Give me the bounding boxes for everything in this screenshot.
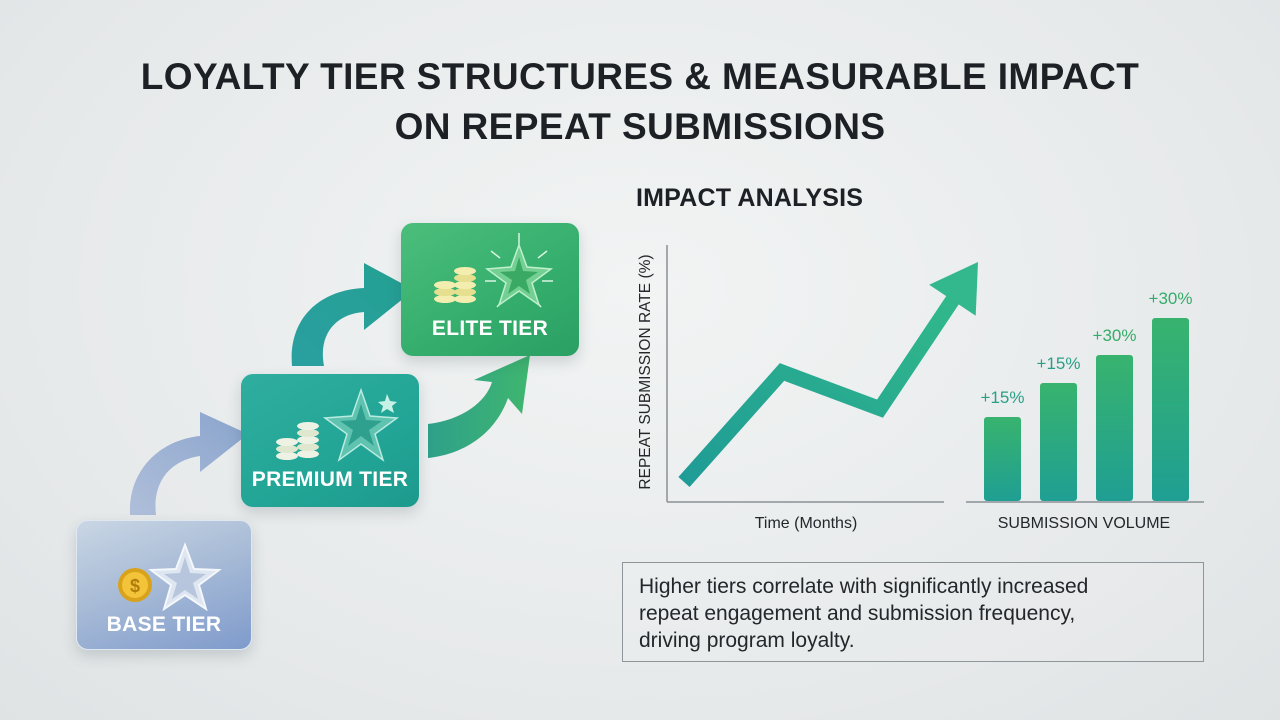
line-chart: REPEAT SUBMISSION RATE (%) Time (Months) — [637, 245, 978, 532]
tier-card-premium: PREMIUM TIER — [241, 374, 419, 507]
page-title-line-2: ON REPEAT SUBMISSIONS — [394, 106, 886, 147]
bar-label-1: +15% — [981, 388, 1025, 407]
page-title-line-1: LOYALTY TIER STRUCTURES & MEASURABLE IMP… — [140, 56, 1140, 97]
coin-stack-icon — [434, 267, 476, 303]
bar-1 — [984, 417, 1021, 501]
bar-4 — [1152, 318, 1189, 501]
bar-label-4: +30% — [1149, 289, 1193, 308]
insight-note-line-2: repeat engagement and submission frequen… — [639, 602, 1076, 625]
tier-label-base: BASE TIER — [106, 613, 222, 636]
bar-label-3: +30% — [1093, 326, 1137, 345]
arrow-premium-upward — [428, 355, 530, 458]
insight-note-line-3: driving program loyalty. — [639, 629, 855, 652]
bar-label-2: +15% — [1037, 354, 1081, 373]
bar-2 — [1040, 383, 1077, 501]
tier-card-elite: ELITE TIER — [401, 223, 579, 356]
line-chart-x-label: Time (Months) — [755, 515, 858, 532]
page-title: LOYALTY TIER STRUCTURES & MEASURABLE IMP… — [0, 52, 1280, 152]
bar-chart-x-label: SUBMISSION VOLUME — [998, 515, 1170, 532]
arrow-premium-to-elite — [291, 263, 414, 366]
insight-note-line-1: Higher tiers correlate with significantl… — [639, 575, 1089, 598]
insight-note: Higher tiers correlate with significantl… — [622, 562, 1204, 662]
trend-arrowhead — [929, 262, 978, 316]
tier-base-icons: $ — [118, 542, 222, 611]
bars: +15% +15% +30% +30% — [981, 289, 1193, 501]
arrow-base-to-premium — [129, 412, 248, 515]
tier-premium-icons — [276, 387, 400, 462]
svg-text:$: $ — [130, 576, 140, 596]
bar-chart: +15% +15% +30% +30% SUBMISSION VOLUME — [966, 289, 1204, 532]
coin-icon: $ — [118, 568, 152, 602]
star-icon — [148, 542, 222, 611]
tier-card-base: $ BASE TIER — [76, 520, 252, 650]
trend-line — [678, 292, 961, 487]
tier-elite-icons — [434, 233, 554, 308]
line-chart-y-label: REPEAT SUBMISSION RATE (%) — [637, 254, 654, 489]
tier-label-elite: ELITE TIER — [431, 317, 549, 340]
bar-3 — [1096, 355, 1133, 501]
tier-label-premium: PREMIUM TIER — [251, 468, 409, 491]
impact-analysis-heading: IMPACT ANALYSIS — [636, 184, 864, 212]
star-icon — [322, 387, 400, 462]
star-icon — [484, 233, 554, 308]
coin-stack-icon — [276, 422, 319, 460]
